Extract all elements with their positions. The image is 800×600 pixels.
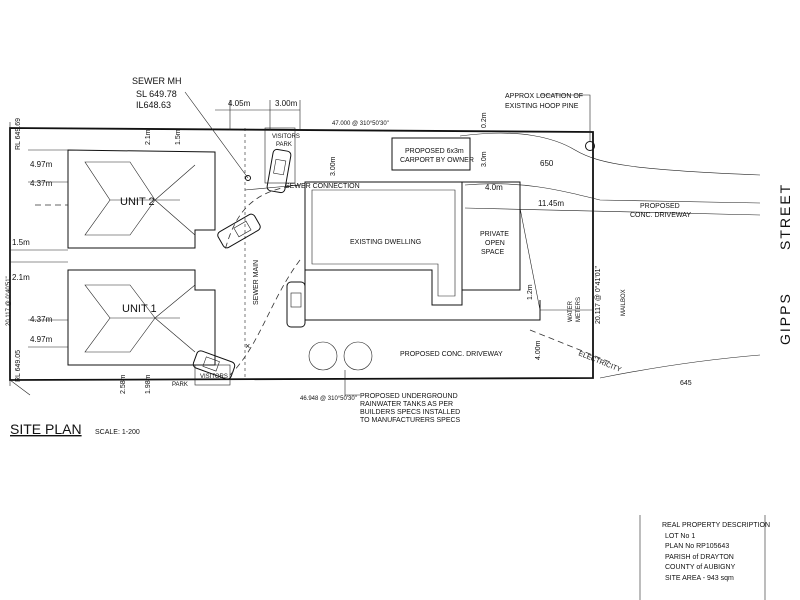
water-meters-label-2: METERS (576, 297, 582, 322)
bottom-boundary-bearing: 46.948 @ 310°50'30" (300, 396, 357, 402)
mailbox-label: MAILBOX (621, 289, 627, 316)
unit2-outline (67, 149, 216, 249)
carport-label-1: PROPOSED 6x3m (405, 148, 464, 155)
tanks-label-4: TO MANUFACTURERS SPECS (360, 417, 461, 424)
sewer-connection-line (244, 184, 301, 191)
hoop-pine-label-2: EXISTING HOOP PINE (505, 103, 579, 110)
dim-1-5-a: 1.5m (175, 129, 182, 145)
dim-4-37-a: 4.37m (30, 179, 53, 188)
car-icon (217, 213, 261, 249)
dim-2-1: 2.1m (12, 273, 30, 282)
proposed-driveway-bottom-label: Proposed Conc. Driveway (400, 351, 503, 358)
sewer-x-marker: × (245, 341, 250, 351)
street-name-gipps: GIPPS (777, 292, 793, 345)
dim-4-0: 4.0m (485, 183, 503, 192)
visitors-park-bottom-label-1: VISITORS (200, 374, 228, 380)
existing-dwelling-label: EXISTING DWELLING (350, 239, 421, 246)
car-icon (286, 281, 306, 328)
hoop-pine-tree-icon (585, 141, 595, 151)
site-plan-scale: SCALE: 1-200 (95, 429, 140, 436)
hoop-pine-leader (540, 94, 591, 141)
dim-4-97-b: 4.97m (30, 335, 53, 344)
property-parish: PARISH of DRAYTON (665, 554, 734, 561)
dim-4-37-b: 4.37m (30, 315, 53, 324)
left-boundary-bearing: 20.117 @ 0°40'51" (6, 276, 12, 326)
visitors-park-top (264, 127, 296, 184)
proposed-driveway-right-outline (464, 183, 761, 216)
private-open-space-label-3: SPACE (481, 249, 505, 256)
water-meters-label-1: WATER (568, 300, 574, 322)
street-name-street: STREET (777, 183, 793, 250)
rl-bottom-label: RL 649.05 (15, 350, 22, 382)
contour-645-label: 645 (680, 380, 692, 387)
sewer-connection-label: SEWER CONNECTION (285, 183, 360, 190)
carport-outline (391, 137, 471, 171)
dim-4-05: 4.05m (228, 99, 251, 108)
sewer-mh-sl: SL 649.78 (136, 89, 177, 99)
dim-3-00: 3.00m (275, 99, 298, 108)
tanks-label-3: BUILDERS SPECS INSTALLED (360, 409, 460, 416)
property-lot: LOT No 1 (665, 533, 695, 540)
unit1-roof (84, 284, 156, 353)
private-open-space-outline (462, 181, 521, 291)
hoop-pine-label-1: APPROX LOCATION OF (505, 93, 583, 100)
rainwater-tank-icon (308, 341, 338, 371)
driveway-path-dashed (224, 184, 301, 376)
visitors-park-top-label-1: VISITORS (272, 134, 300, 140)
dim-11-45: 11.45m (538, 199, 564, 208)
dwelling-inner (311, 189, 456, 297)
visitors-park-top-label-2: PARK (276, 142, 292, 148)
dim-3-0-vertical: 3.0m (481, 151, 488, 167)
dim-2-1-a: 2.1m (145, 129, 152, 145)
sewer-main-label: SEWER MAIN (253, 260, 260, 305)
dim-1-5: 1.5m (12, 238, 30, 247)
visitors-park-bottom-label-2: PARK (172, 382, 188, 388)
contour-645-line (599, 354, 761, 379)
right-boundary-bearing: 20.117 @ 0°41'01" (594, 266, 602, 324)
sewer-mh-il: IL648.63 (136, 100, 171, 110)
dim-3-00-vertical: 3.00m (330, 156, 337, 176)
property-plan: PLAN No RP105643 (665, 543, 729, 550)
top-boundary-bearing: 47.000 @ 310°50'30" (332, 121, 389, 127)
unit2-label: UNIT 2 (120, 196, 155, 208)
rainwater-tank-icon (343, 341, 373, 371)
property-description-heading: REAL PROPERTY DESCRIPTION (662, 522, 770, 529)
dim-2-58: 2.58m (120, 374, 127, 394)
property-site-area: SITE AREA - 943 sqm (665, 575, 734, 582)
private-open-space-label-2: OPEN (485, 240, 505, 247)
dim-4-00: 4.00m (535, 340, 542, 360)
site-plan-title: SITE PLAN (10, 421, 82, 437)
tanks-label-1: PROPOSED UNDERGROUND (360, 393, 458, 400)
dim-1-2: 1.2m (527, 284, 534, 300)
sewer-manhole-icon (245, 175, 251, 181)
proposed-driveway-right-2: CONC. DRIVEWAY (630, 212, 691, 219)
proposed-driveway-right-1: PROPOSED (640, 203, 680, 210)
contour-650-line (459, 132, 761, 176)
electricity-label: ELECTRICITY (577, 350, 622, 374)
property-county: COUNTY of AUBIGNY (665, 564, 736, 571)
contour-650-label: 650 (540, 159, 554, 168)
unit1-outline (67, 269, 216, 366)
property-boundary (9, 127, 594, 381)
driveway-edge (519, 207, 593, 311)
rl-top-label: RL 649.69 (15, 118, 22, 150)
dim-0-2: 0.2m (481, 112, 488, 128)
sewer-mh-leader (184, 91, 249, 179)
dim-4-97-a: 4.97m (30, 160, 53, 169)
carport-label-2: CARPORT BY OWNER (400, 157, 474, 164)
car-icon (266, 148, 292, 194)
private-open-space-label-1: PRIVATE (480, 231, 509, 238)
tanks-leader (344, 370, 360, 396)
dwelling-surround (304, 182, 541, 321)
unit1-label: UNIT 1 (122, 303, 157, 315)
sewer-mh-title: SEWER MH (132, 76, 182, 86)
tanks-label-2: RAINWATER TANKS AS PER (360, 401, 453, 408)
dim-1-98: 1.98m (145, 374, 152, 394)
electricity-line (529, 329, 611, 363)
